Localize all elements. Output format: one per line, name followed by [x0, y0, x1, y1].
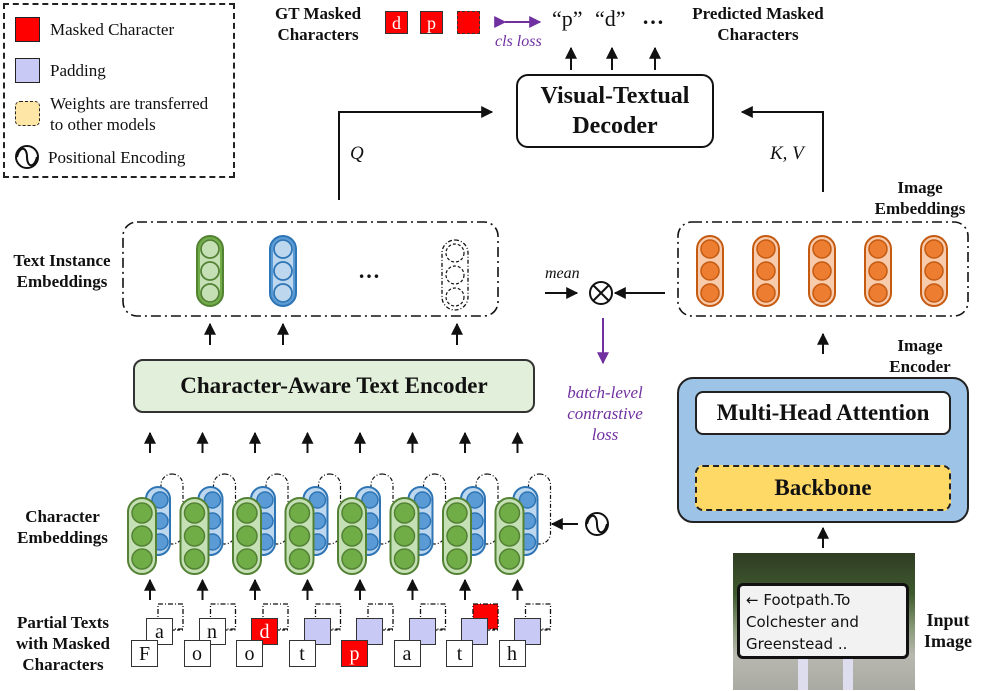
mean-label: mean: [545, 265, 580, 282]
padding-swatch: [15, 58, 40, 83]
pred-char-d: “d”: [595, 6, 626, 31]
image-embeddings-label: Image Embeddings: [874, 178, 966, 218]
legend-transferred: Weights are transferred to other models: [15, 93, 208, 135]
transferred-swatch: [15, 101, 40, 126]
predicted-label: Predicted Masked Characters: [692, 4, 824, 44]
character-embedding: [284, 473, 342, 575]
kv-label: K, V: [770, 143, 804, 164]
gt-char-empty: [457, 11, 480, 34]
q-label: Q: [350, 143, 364, 164]
legend-padding: Padding: [15, 58, 106, 83]
character-embeddings-label: Character Embeddings: [17, 507, 108, 547]
character-embedding: [389, 473, 447, 575]
char: a: [393, 640, 421, 667]
input-image: ← Footpath.To Colchester and Greenstead …: [733, 553, 915, 690]
masked-swatch: [15, 17, 40, 42]
image-embeddings-container: [677, 221, 969, 317]
char: o: [236, 640, 263, 667]
kv-arrow: [740, 106, 824, 192]
character-embedding: [442, 473, 499, 575]
char: o: [183, 640, 211, 667]
positional-encoding-icon: [585, 512, 609, 536]
text-instance-embedding-green: [196, 235, 224, 307]
partial-texts-label: Partial Texts with Masked Characters: [16, 613, 110, 674]
cls-loss-label: cls loss: [495, 33, 542, 50]
image-embedding: [696, 235, 724, 307]
pred-char-p: “p”: [552, 6, 583, 31]
character-embedding: [337, 473, 394, 575]
text-instance-embedding-placeholder: [441, 239, 469, 311]
masked-char: p: [341, 640, 368, 667]
gt-char-d: d: [385, 11, 408, 34]
character-embedding: [127, 473, 184, 575]
char: F: [131, 640, 158, 667]
char: t: [288, 640, 316, 667]
image-encoder-label: Image Encoder: [889, 336, 951, 376]
character-aware-text-encoder: Character-Aware Text Encoder: [133, 359, 535, 413]
image-embedding: [864, 235, 892, 307]
character-embedding: [494, 473, 552, 575]
image-embedding: [920, 235, 948, 307]
sign: ← Footpath.To Colchester and Greenstead …: [737, 583, 909, 659]
otimes-icon: [589, 281, 613, 305]
character-embedding: [179, 473, 237, 575]
text-instance-ellipsis: …: [358, 258, 380, 283]
legend-masked: Masked Character: [15, 17, 174, 42]
gt-char-p: p: [420, 11, 443, 34]
text-instance-container: [122, 221, 499, 317]
sign-post-left: [798, 659, 808, 690]
legend-positional: Positional Encoding: [48, 148, 186, 167]
char: t: [446, 640, 473, 667]
character-embedding: [232, 473, 289, 575]
contrastive-loss-label: batch-level contrastive loss: [567, 383, 643, 444]
visual-textual-decoder: Visual-Textual Decoder: [516, 74, 714, 148]
legend-positional-icon: [15, 145, 39, 169]
gt-masked-label: GT Masked Characters: [275, 4, 362, 44]
image-embedding: [752, 235, 780, 307]
input-image-label: Input Image: [924, 610, 972, 651]
pred-ellipsis: …: [642, 4, 664, 29]
text-instance-label: Text Instance Embeddings: [13, 251, 111, 291]
sign-post-right: [843, 659, 853, 690]
text-instance-embedding-blue: [269, 235, 297, 307]
backbone: Backbone: [695, 465, 951, 511]
q-arrow: [338, 106, 494, 200]
legend: Masked Character Padding Weights are tra…: [3, 3, 235, 178]
image-embedding: [808, 235, 836, 307]
char: h: [498, 640, 526, 667]
arrow-left-icon: ←: [746, 591, 759, 609]
multi-head-attention: Multi-Head Attention: [695, 391, 951, 435]
